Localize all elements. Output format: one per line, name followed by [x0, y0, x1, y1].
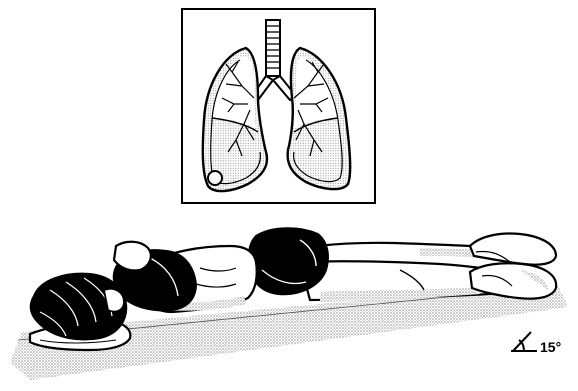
arm	[114, 242, 151, 271]
target-segment-marker	[208, 171, 222, 185]
angle-label: 15°	[540, 339, 561, 355]
tilt-angle-indicator: 15°	[511, 332, 561, 355]
lungs-inset	[182, 9, 375, 203]
angle-icon	[511, 332, 537, 351]
